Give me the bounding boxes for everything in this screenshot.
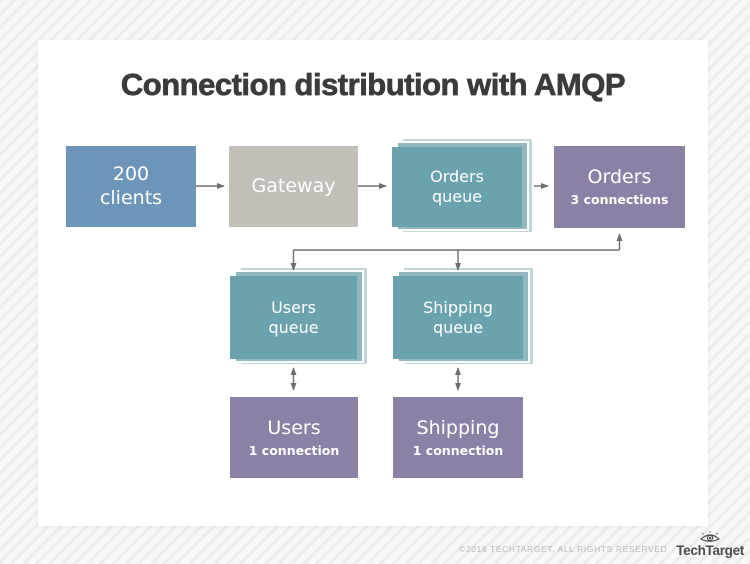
queue-face: Users queue xyxy=(230,276,357,359)
node-label: Orders xyxy=(430,167,484,186)
node-label: Gateway xyxy=(251,174,336,197)
node-sublabel: 1 connection xyxy=(248,442,340,458)
node-200-clients: 200 clients xyxy=(66,146,196,227)
node-orders-app: Orders 3 connections xyxy=(554,146,685,228)
node-label: clients xyxy=(99,186,163,209)
footer: ©2016 TECHTARGET, ALL RIGHTS RESERVED Te… xyxy=(459,530,744,558)
node-label: Users xyxy=(271,297,316,317)
node-label: queue xyxy=(432,317,484,337)
node-label: Shipping xyxy=(416,416,500,439)
node-label: 200 xyxy=(112,162,150,185)
node-shipping-app: Shipping 1 connection xyxy=(393,397,523,478)
node-label: Shipping xyxy=(423,297,493,317)
node-label: queue xyxy=(268,317,319,337)
node-sublabel: 3 connections xyxy=(570,192,669,208)
eye-icon xyxy=(700,531,721,542)
copyright-text: ©2016 TECHTARGET, ALL RIGHTS RESERVED xyxy=(459,544,668,554)
node-orders-queue: Orders queue xyxy=(392,137,534,234)
node-label: Users xyxy=(267,416,321,439)
techtarget-logo: TechTarget xyxy=(676,530,744,558)
node-label: queue xyxy=(431,187,483,206)
node-label: Orders xyxy=(587,166,652,189)
node-sublabel: 1 connection xyxy=(412,442,504,458)
brand-wordmark: TechTarget xyxy=(676,543,744,558)
node-users-queue: Users queue xyxy=(230,266,369,366)
connector-arrows xyxy=(196,183,623,391)
diagram-card: Connection distribution with AMQP 200 cl… xyxy=(38,40,708,526)
node-shipping-queue: Shipping queue xyxy=(393,266,535,366)
node-users-app: Users 1 connection xyxy=(230,397,358,478)
node-gateway: Gateway xyxy=(229,146,358,227)
page-title: Connection distribution with AMQP xyxy=(120,67,626,103)
queue-face: Shipping queue xyxy=(393,276,523,359)
queue-face: Orders queue xyxy=(392,147,522,227)
